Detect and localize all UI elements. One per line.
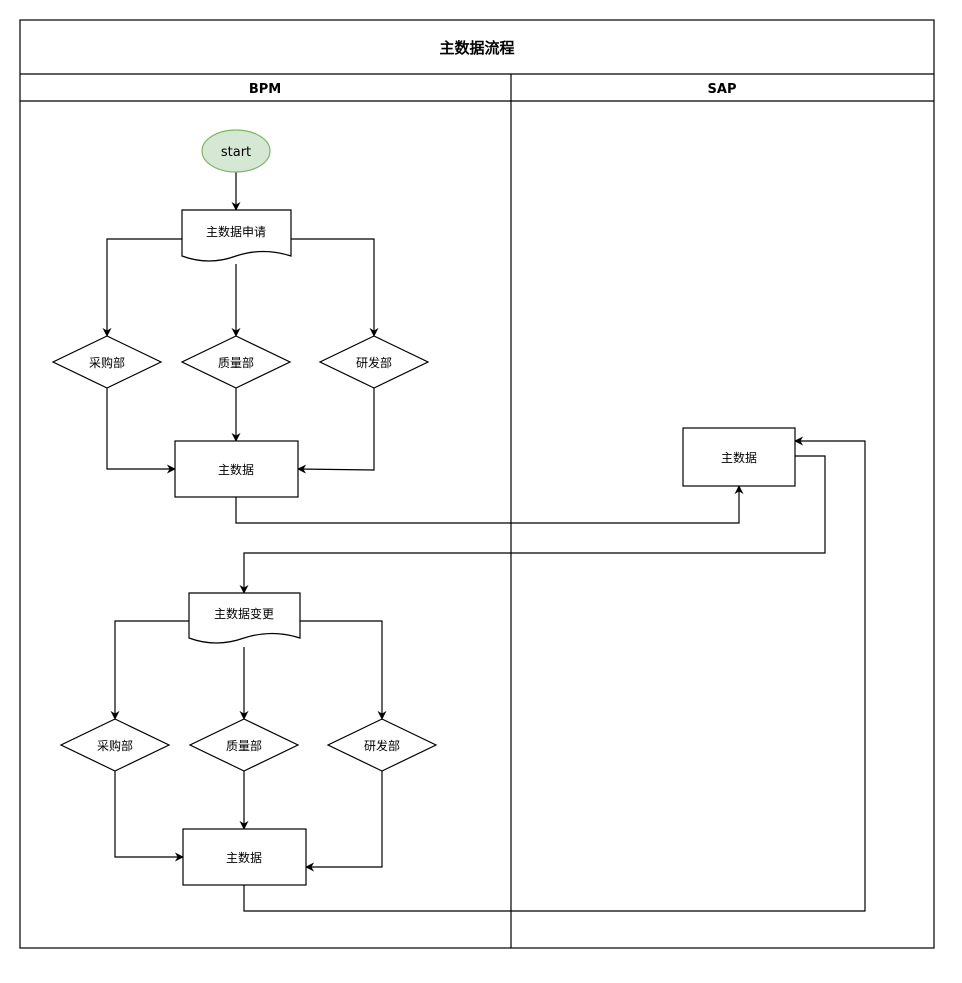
decision-shape bbox=[188, 718, 300, 772]
process-label: 主数据 bbox=[218, 462, 254, 477]
decision-shape bbox=[51, 335, 163, 389]
node-decision-purchase[interactable]: 采购部 bbox=[51, 335, 163, 389]
edge-change-d4 bbox=[110, 620, 189, 720]
edge-d3-md1 bbox=[297, 388, 375, 474]
edge-d4-md2 bbox=[114, 771, 184, 862]
node-change-document[interactable]: 主数据变更 bbox=[188, 592, 301, 644]
node-master-data-2[interactable]: 主数据 bbox=[182, 828, 307, 886]
document-label: 主数据变更 bbox=[214, 606, 274, 621]
edge-d6-md2 bbox=[305, 771, 383, 872]
lane-label-sap: SAP bbox=[708, 82, 737, 97]
edge-md1-sap bbox=[235, 485, 744, 524]
decision-label: 采购部 bbox=[97, 738, 133, 753]
decision-label: 研发部 bbox=[356, 355, 392, 370]
pool-title: 主数据流程 bbox=[439, 39, 514, 57]
node-decision-rnd[interactable]: 研发部 bbox=[318, 335, 430, 389]
edge-change-d6 bbox=[300, 620, 387, 720]
node-decision-quality[interactable]: 质量部 bbox=[180, 335, 292, 389]
decision-label: 研发部 bbox=[364, 738, 400, 753]
process-shape bbox=[682, 427, 796, 487]
edge-sap-change bbox=[239, 455, 826, 594]
node-decision-rnd-2[interactable]: 研发部 bbox=[326, 718, 438, 772]
document-shape bbox=[181, 209, 292, 262]
process-label: 主数据 bbox=[721, 450, 757, 465]
decision-shape bbox=[318, 335, 430, 389]
process-shape bbox=[182, 828, 307, 886]
decision-shape bbox=[59, 718, 171, 772]
node-decision-purchase-2[interactable]: 采购部 bbox=[59, 718, 171, 772]
decision-label: 质量部 bbox=[226, 738, 262, 753]
node-start[interactable]: start bbox=[201, 129, 271, 173]
start-ellipse bbox=[201, 129, 271, 173]
edge-d1-md1 bbox=[106, 388, 176, 474]
decision-shape bbox=[326, 718, 438, 772]
edge-md2-sap bbox=[243, 436, 866, 912]
lane-label-bpm: BPM bbox=[249, 82, 281, 97]
decision-label: 采购部 bbox=[89, 355, 125, 370]
decision-shape bbox=[180, 335, 292, 389]
node-master-data-1[interactable]: 主数据 bbox=[174, 440, 299, 498]
document-shape bbox=[188, 592, 301, 644]
pool-frame bbox=[19, 19, 935, 949]
node-apply-document[interactable]: 主数据申请 bbox=[181, 209, 292, 262]
edge-apply-d3 bbox=[291, 238, 379, 337]
edge-apply-d1 bbox=[102, 238, 182, 337]
node-sap-master-data[interactable]: 主数据 bbox=[682, 427, 796, 487]
edges bbox=[102, 172, 866, 912]
process-shape bbox=[174, 440, 299, 498]
process-label: 主数据 bbox=[226, 850, 262, 865]
node-decision-quality-2[interactable]: 质量部 bbox=[188, 718, 300, 772]
start-label: start bbox=[221, 145, 251, 160]
document-label: 主数据申请 bbox=[206, 224, 266, 239]
decision-label: 质量部 bbox=[218, 355, 254, 370]
